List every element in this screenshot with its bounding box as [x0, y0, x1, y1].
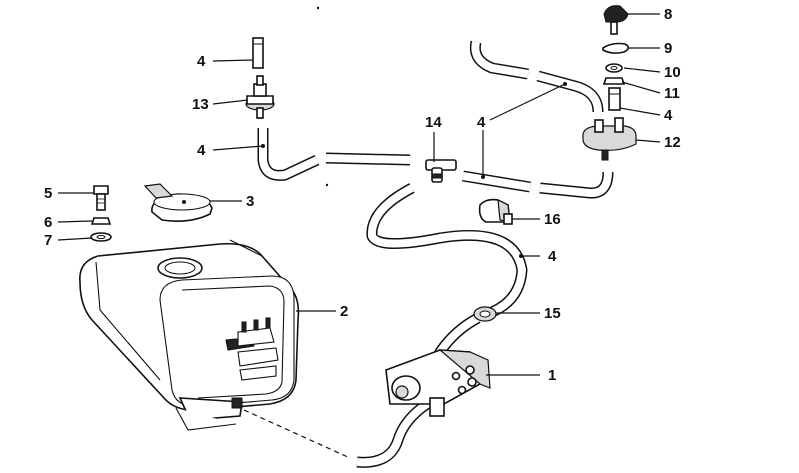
hose-segments: [257, 40, 614, 468]
callout-3: 3: [246, 193, 254, 210]
callout-16: 16: [544, 211, 561, 228]
nut-part-11: [602, 77, 626, 85]
callout-7: 7: [44, 232, 52, 249]
callout-13: 13: [192, 96, 209, 113]
hose-left-middle: [325, 152, 411, 166]
speck: [325, 183, 329, 187]
washer-pump-part-1: [385, 349, 491, 417]
bolt-part-5: [93, 185, 109, 211]
callout-10: 10: [664, 64, 681, 81]
callout-9: 9: [664, 40, 672, 57]
grommet-part-15: [473, 306, 497, 322]
hose-top-center: [469, 40, 604, 113]
callout-4: 4: [548, 248, 557, 265]
speck: [316, 6, 320, 10]
callout-8: 8: [664, 6, 672, 23]
callout-12: 12: [664, 134, 681, 151]
callout-4: 4: [197, 53, 206, 70]
reservoir-part-2: [79, 239, 300, 431]
callout-4: 4: [197, 142, 206, 159]
nozzle-tip-part-8: [603, 5, 629, 35]
t-connector-part-14: [425, 159, 457, 183]
callout-6: 6: [44, 214, 52, 231]
callout-4: 4: [664, 107, 673, 124]
check-valve-part-13: [245, 75, 275, 119]
mounting-reference-line: [243, 409, 351, 459]
callout-4: 4: [477, 114, 486, 131]
reservoir-cap-part-3: [143, 183, 213, 222]
hose-piece-right: [608, 87, 621, 111]
leader-lines: [57, 13, 661, 376]
clip-part-16: [478, 198, 513, 225]
nozzle-base-part-12: [582, 117, 637, 161]
callout-11: 11: [664, 85, 680, 102]
hose-center-right: [462, 170, 614, 199]
nut-part-6: [90, 217, 112, 225]
callout-14: 14: [425, 114, 442, 131]
hose-left-lower: [257, 128, 320, 181]
callout-labels: 4 13 4 5 6 7 3 2 14 4 8 9 10 11 4 12 16 …: [44, 6, 681, 384]
callout-1: 1: [548, 367, 556, 384]
callout-2: 2: [340, 303, 348, 320]
hose-piece-top-left: [252, 37, 264, 69]
washer-part-7: [90, 232, 112, 242]
callout-5: 5: [44, 185, 52, 202]
gasket-part-9: [602, 42, 630, 54]
washer-part-10: [605, 63, 623, 73]
callout-15: 15: [544, 305, 561, 322]
